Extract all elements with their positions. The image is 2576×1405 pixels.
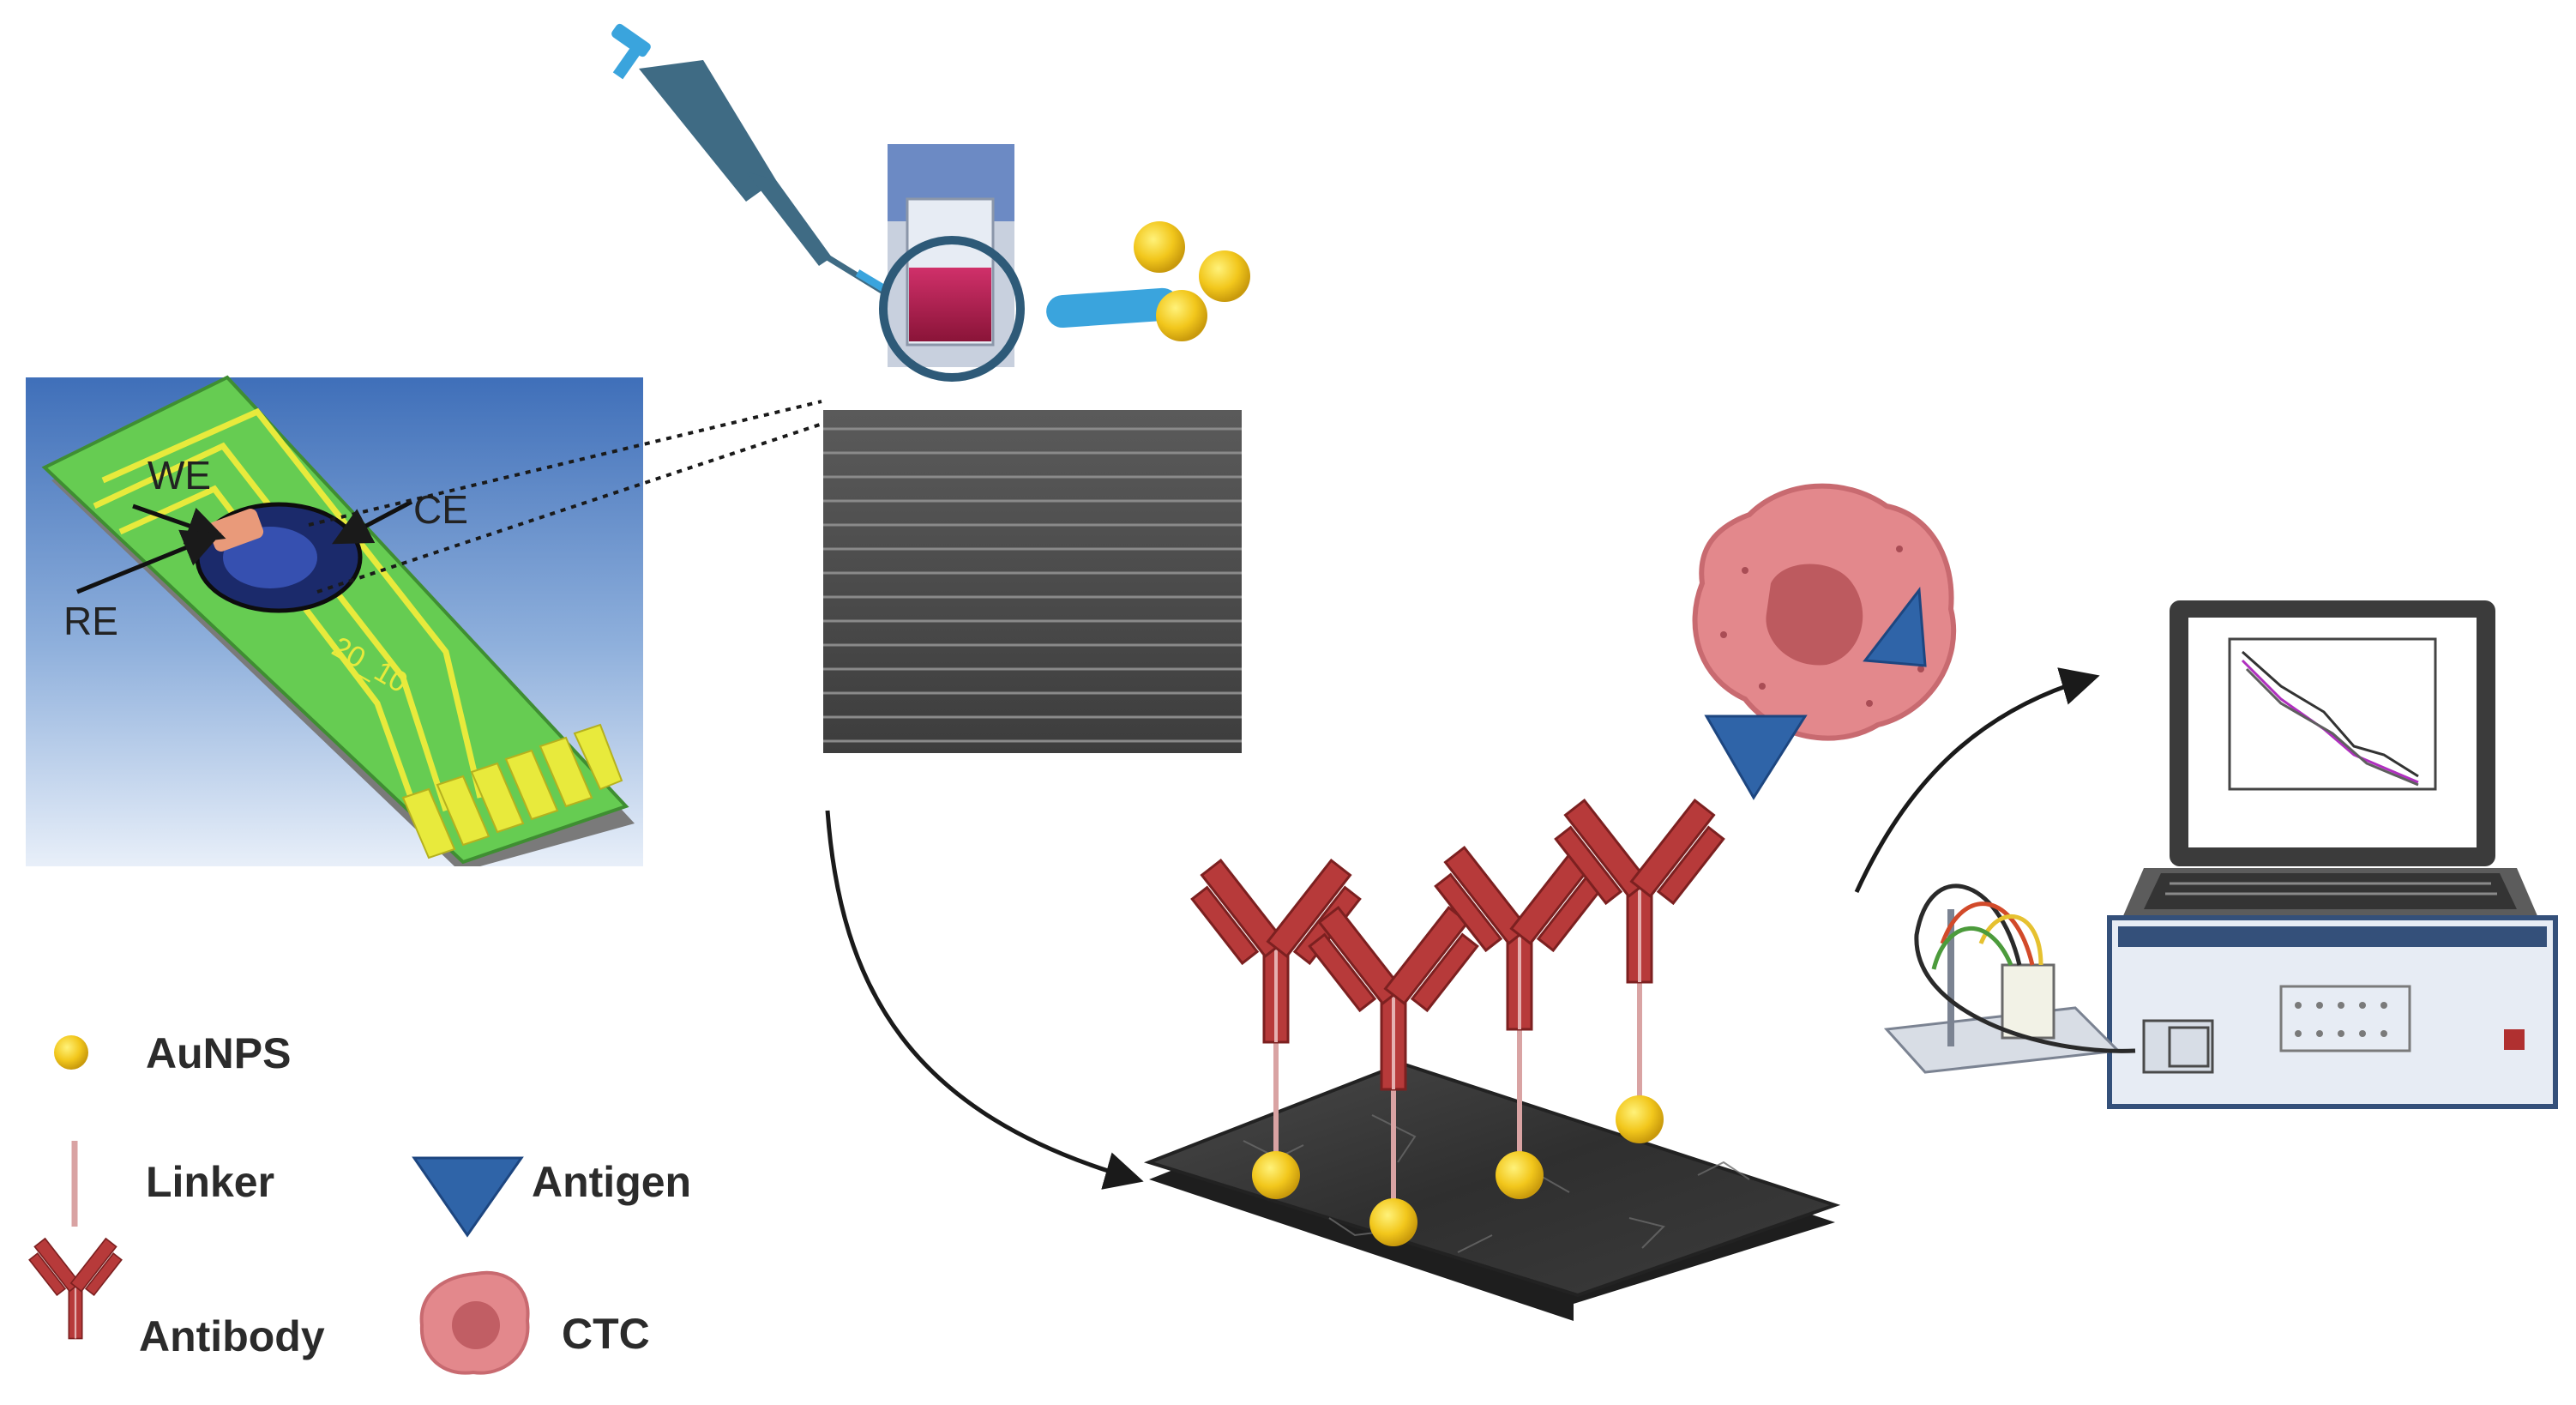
legend-label-aunps: AuNPS — [146, 1029, 291, 1077]
plot-icon — [2228, 637, 2437, 791]
gold-nanoparticles — [1134, 221, 1250, 341]
legend-label-antibody: Antibody — [139, 1312, 325, 1360]
legend-label-antigen: Antigen — [532, 1158, 691, 1206]
antibody-array — [1183, 799, 1733, 1246]
legend-label-linker: Linker — [146, 1158, 274, 1206]
sem-image — [823, 410, 1242, 753]
antigen-icon — [1704, 586, 1927, 800]
ctc-cell — [1692, 483, 1957, 741]
legend: AuNPS Linker Antigen Antibody CTC — [24, 1029, 691, 1375]
immunosensor-substrate — [1143, 1061, 1841, 1321]
we-label: WE — [147, 453, 211, 497]
legend-item-aunps: AuNPS — [54, 1029, 291, 1077]
legend-item-linker: Linker — [71, 1141, 274, 1227]
pipette-icon — [611, 23, 886, 294]
legend-label-ctc: CTC — [562, 1310, 650, 1358]
electrochemical-workstation — [1883, 600, 2558, 1109]
legend-item-ctc: CTC — [419, 1270, 650, 1375]
legend-item-antigen: Antigen — [412, 1156, 691, 1238]
screen-printed-electrode: 20_10 — [41, 375, 635, 866]
process-arrow-up — [1854, 667, 2100, 894]
gold-stream — [1046, 287, 1179, 329]
zoom-lines — [308, 400, 828, 594]
electrode-panel: 20_10 WE CE RE — [26, 375, 643, 866]
process-arrow-down — [825, 810, 1144, 1190]
cuvette-photo — [879, 144, 1025, 382]
re-label: RE — [63, 599, 118, 643]
legend-item-antibody: Antibody — [24, 1237, 325, 1360]
